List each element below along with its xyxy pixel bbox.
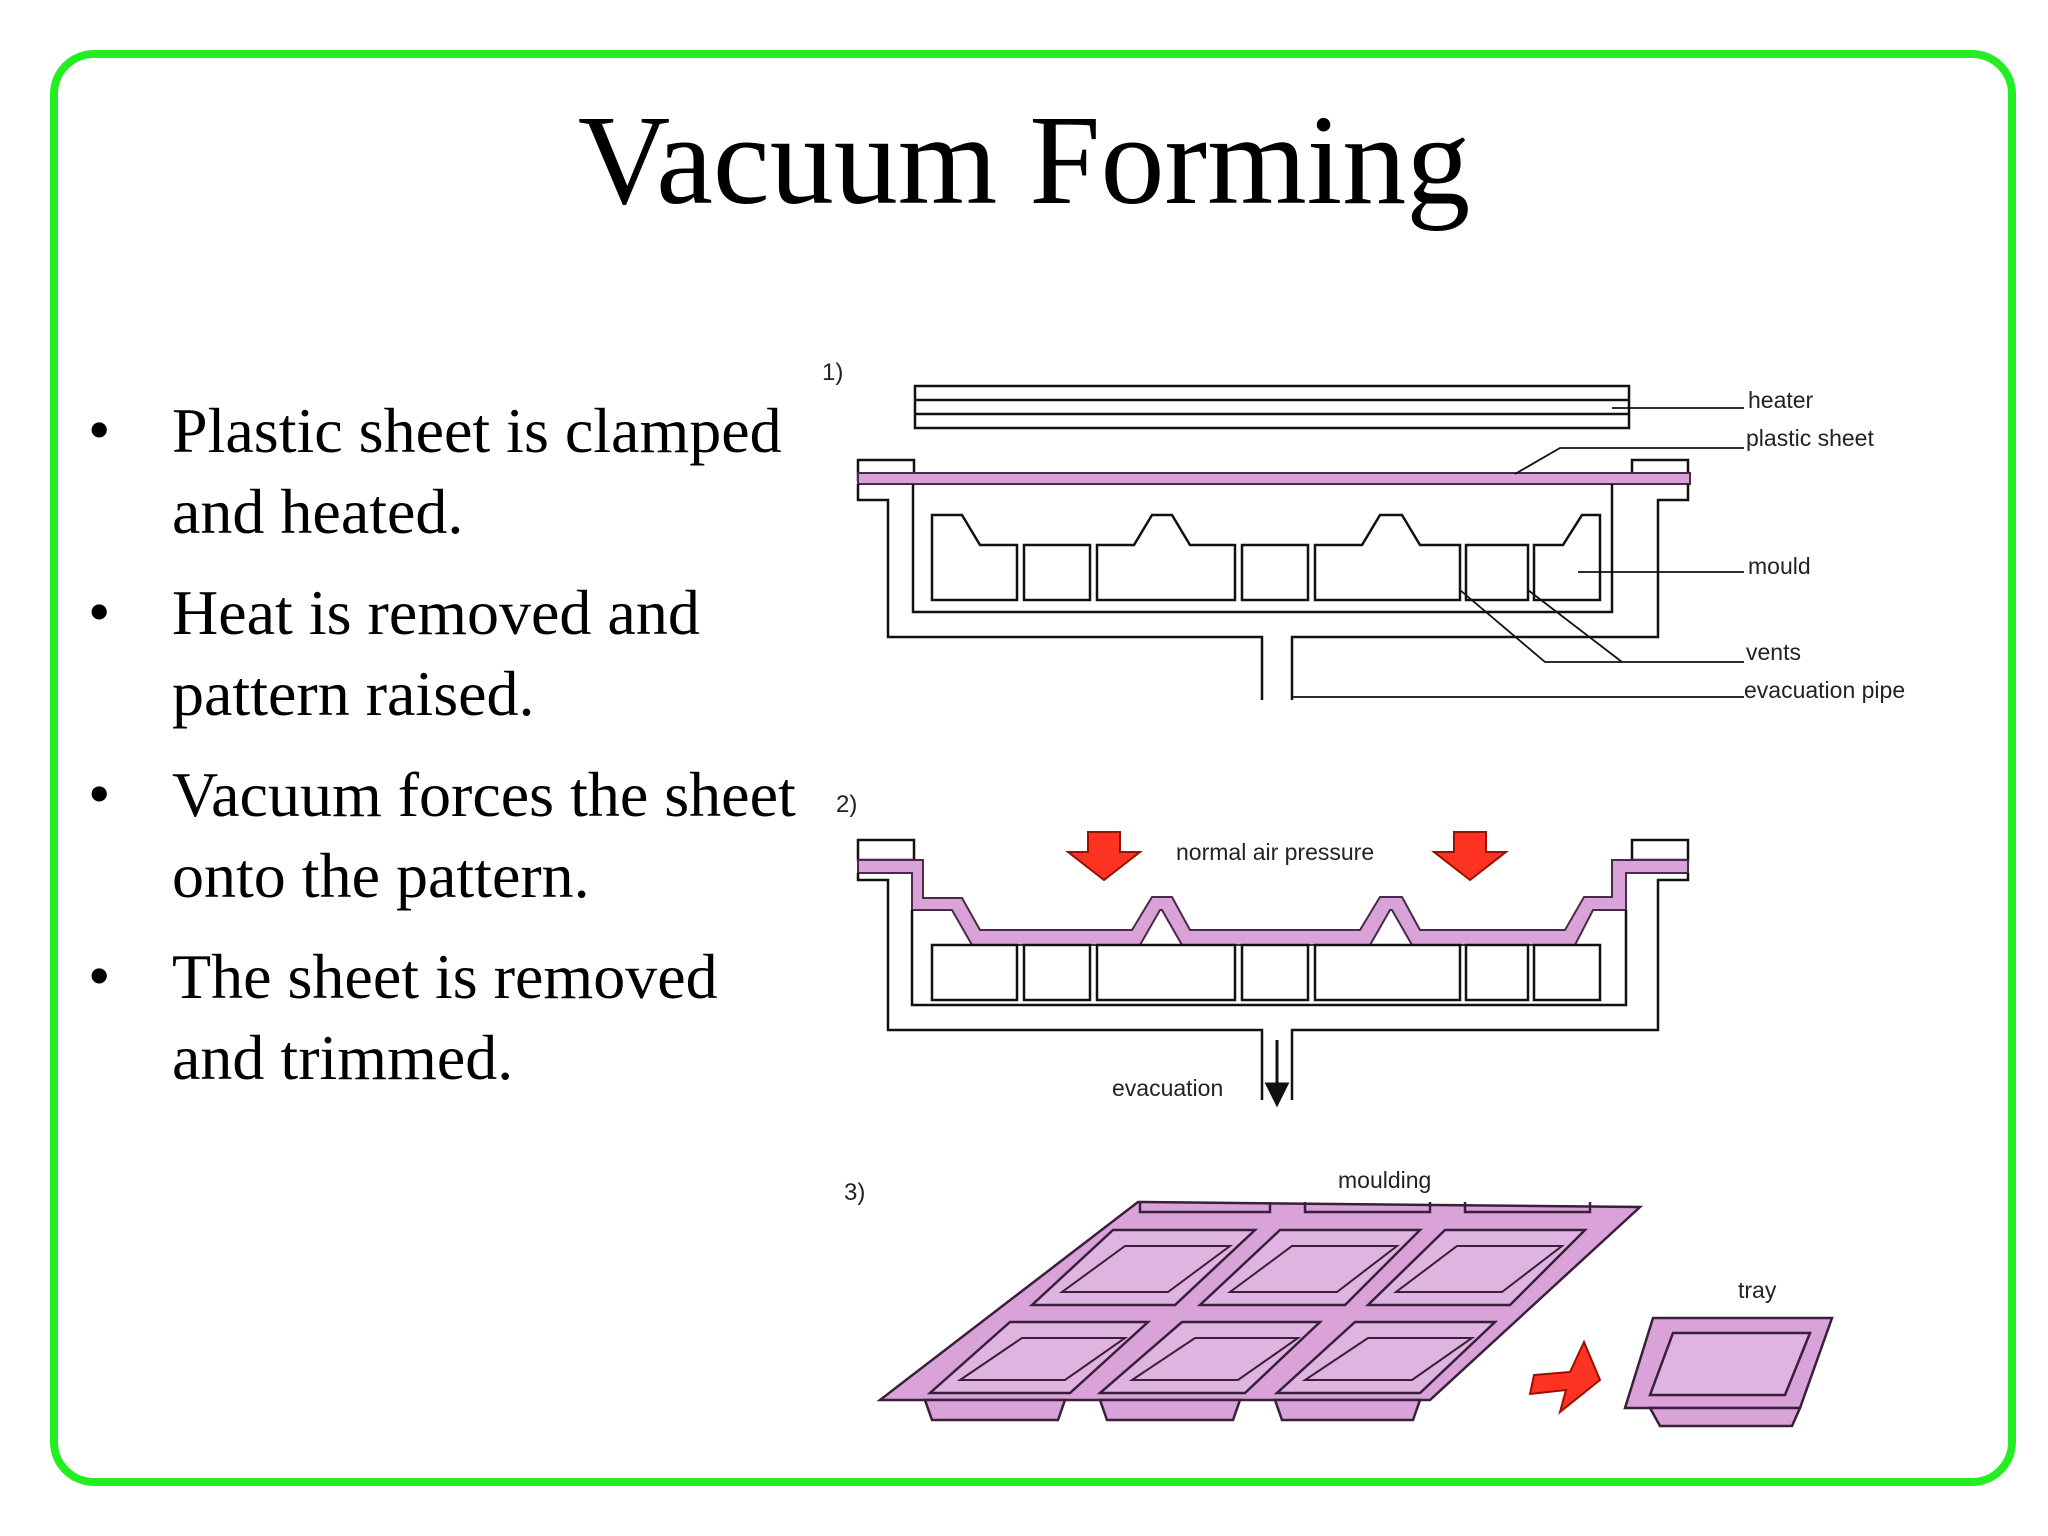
slide-title: Vacuum Forming [577, 89, 1471, 231]
formed-plastic-sheet [857, 859, 1689, 946]
vacuum-chamber [856, 873, 1690, 1100]
right-arrow-icon [1528, 1339, 1602, 1415]
bullet-item: • Heat is removed and pattern raised. [88, 572, 808, 734]
moulding-label: moulding [1338, 1167, 1431, 1193]
step1-diagram: 1) [822, 359, 1905, 703]
tray [1623, 1316, 1834, 1428]
mould-label: mould [1748, 553, 1811, 579]
clamp [856, 838, 1690, 862]
mould [930, 943, 1602, 1002]
bullet-item: • Vacuum forces the sheet onto the patte… [88, 754, 808, 916]
bullet-icon: • [88, 576, 111, 647]
bullet-text: Plastic sheet is clamped and heated. [172, 395, 782, 547]
tray-cavity [1138, 1202, 1592, 1214]
down-arrow-icon [1065, 831, 1509, 882]
vents-label: vents [1746, 639, 1801, 665]
step2-diagram: 2) [836, 791, 1690, 1108]
bullet-icon: • [88, 758, 111, 829]
bullet-text: The sheet is removed and trimmed. [172, 941, 718, 1093]
bullet-icon: • [88, 394, 111, 465]
bullet-icon: • [88, 940, 111, 1011]
evacuation-label: evacuation [1112, 1075, 1223, 1101]
bullet-item: • The sheet is removed and trimmed. [88, 936, 808, 1098]
step3-number: 3) [844, 1179, 865, 1206]
step3-diagram: 3) moulding [844, 1167, 1834, 1428]
vacuum-chamber [856, 484, 1690, 700]
plastic-sheet-label: plastic sheet [1746, 425, 1874, 451]
tray-label: tray [1738, 1277, 1777, 1303]
step2-number: 2) [836, 791, 857, 818]
bullet-text: Vacuum forces the sheet onto the pattern… [172, 759, 796, 911]
tray-cavity [1028, 1228, 1589, 1307]
bullet-list: • Plastic sheet is clamped and heated. •… [88, 390, 808, 1118]
slide-frame [50, 50, 2016, 1486]
plastic-sheet [857, 472, 1691, 485]
heater-label: heater [1748, 387, 1814, 413]
step1-number: 1) [822, 359, 843, 386]
tray-cavity-inner [1058, 1245, 1565, 1293]
tray-cavity-inner [956, 1337, 1476, 1381]
normal-air-pressure-label: normal air pressure [1176, 839, 1374, 865]
bullet-item: • Plastic sheet is clamped and heated. [88, 390, 808, 552]
tray-cavity [926, 1320, 1499, 1395]
heater [913, 384, 1631, 430]
mould [930, 513, 1602, 602]
evacuation-pipe-label: evacuation pipe [1744, 677, 1905, 703]
bullet-text: Heat is removed and pattern raised. [172, 577, 700, 729]
evacuation-arrow-icon [1264, 1040, 1290, 1108]
leader-lines [1292, 407, 1744, 698]
tray-base [923, 1398, 1422, 1422]
